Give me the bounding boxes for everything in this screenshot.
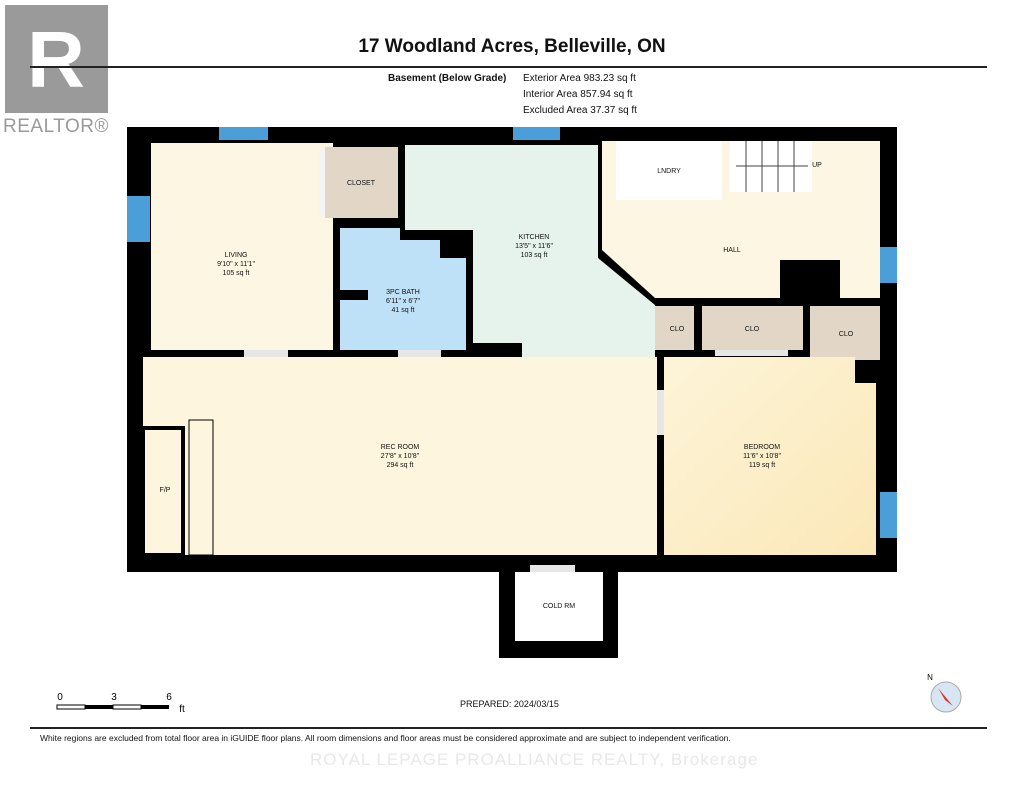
room-clo-2 [702, 306, 803, 350]
room-closet [325, 147, 398, 218]
svg-text:UP: UP [812, 162, 822, 169]
svg-text:HALL: HALL [723, 247, 741, 254]
interior-area: Interior Area 857.94 sq ft [523, 89, 633, 100]
svg-text:COLD RM: COLD RM [543, 603, 575, 610]
svg-text:11'6" x 10'8": 11'6" x 10'8" [743, 453, 781, 460]
svg-text:9'10" x 11'1": 9'10" x 11'1" [217, 261, 255, 268]
window [127, 196, 150, 242]
svg-text:CLOSET: CLOSET [347, 180, 376, 187]
doors [244, 350, 788, 572]
svg-text:F/P: F/P [160, 487, 171, 494]
svg-text:3: 3 [111, 692, 117, 703]
svg-text:BEDROOM: BEDROOM [744, 444, 780, 451]
room-living [151, 143, 333, 350]
labels: LIVING 9'10" x 11'1" 105 sq ft CLOSET 3PC … [160, 162, 854, 610]
svg-text:27'8" x 10'8": 27'8" x 10'8" [381, 453, 420, 460]
door-opening [319, 150, 325, 215]
hearth [188, 419, 214, 556]
scale-bar: 0 3 6 ft [56, 692, 185, 715]
svg-text:KITCHEN: KITCHEN [519, 234, 550, 241]
windows [127, 127, 897, 538]
svg-text:103 sq ft: 103 sq ft [521, 252, 548, 259]
disclaimer: White regions are excluded from total fl… [40, 733, 731, 743]
realtor-logo: R [5, 5, 108, 113]
svg-text:N: N [927, 673, 933, 682]
window [880, 492, 897, 538]
room-clo-1 [655, 306, 694, 350]
watermark: ROYAL LEPAGE PROALLIANCE REALTY, Brokera… [310, 750, 759, 769]
realtor-r-icon: R [27, 15, 85, 104]
prepared-date: PREPARED: 2024/03/15 [460, 699, 559, 709]
svg-text:3PC BATH: 3PC BATH [386, 289, 420, 296]
svg-text:CLO: CLO [745, 326, 760, 333]
exterior-area: Exterior Area 983.23 sq ft [523, 73, 636, 84]
room-rec-room [143, 357, 657, 555]
room-clo-3 [810, 306, 880, 360]
svg-text:0: 0 [57, 692, 63, 703]
svg-text:41 sq ft: 41 sq ft [392, 307, 415, 314]
svg-text:LNDRY: LNDRY [657, 168, 681, 175]
page-title: 17 Woodland Acres, Belleville, ON [358, 36, 666, 57]
svg-text:13'5" x 11'6": 13'5" x 11'6" [515, 243, 553, 250]
svg-text:6'11" x 6'7": 6'11" x 6'7" [386, 298, 420, 305]
stair-treads [736, 141, 808, 192]
svg-text:105 sq ft: 105 sq ft [223, 270, 250, 277]
floor-label: Basement (Below Grade) [388, 73, 507, 84]
excluded-area: Excluded Area 37.37 sq ft [523, 105, 637, 116]
svg-text:R: R [27, 15, 85, 104]
svg-text:CLO: CLO [839, 331, 854, 338]
room-bedroom [664, 357, 876, 555]
svg-text:119 sq ft: 119 sq ft [749, 462, 775, 469]
svg-text:6: 6 [166, 692, 172, 703]
window [219, 127, 268, 140]
wall [340, 290, 368, 300]
window [880, 247, 897, 283]
svg-text:294 sq ft: 294 sq ft [387, 462, 414, 469]
svg-text:ft: ft [179, 704, 185, 715]
svg-text:LIVING: LIVING [225, 252, 248, 259]
room-kitchen [405, 145, 655, 357]
room-cold-rm [515, 572, 603, 641]
divider [30, 727, 987, 729]
room-laundry [616, 141, 722, 200]
window [513, 127, 560, 140]
realtor-logo-text: REALTOR® [3, 116, 109, 137]
fireplace [141, 426, 185, 557]
svg-text:REC ROOM: REC ROOM [381, 444, 420, 451]
compass-icon: N [927, 673, 962, 713]
room-3pc-bath [340, 228, 466, 350]
svg-text:CLO: CLO [670, 326, 685, 333]
divider [30, 66, 987, 68]
